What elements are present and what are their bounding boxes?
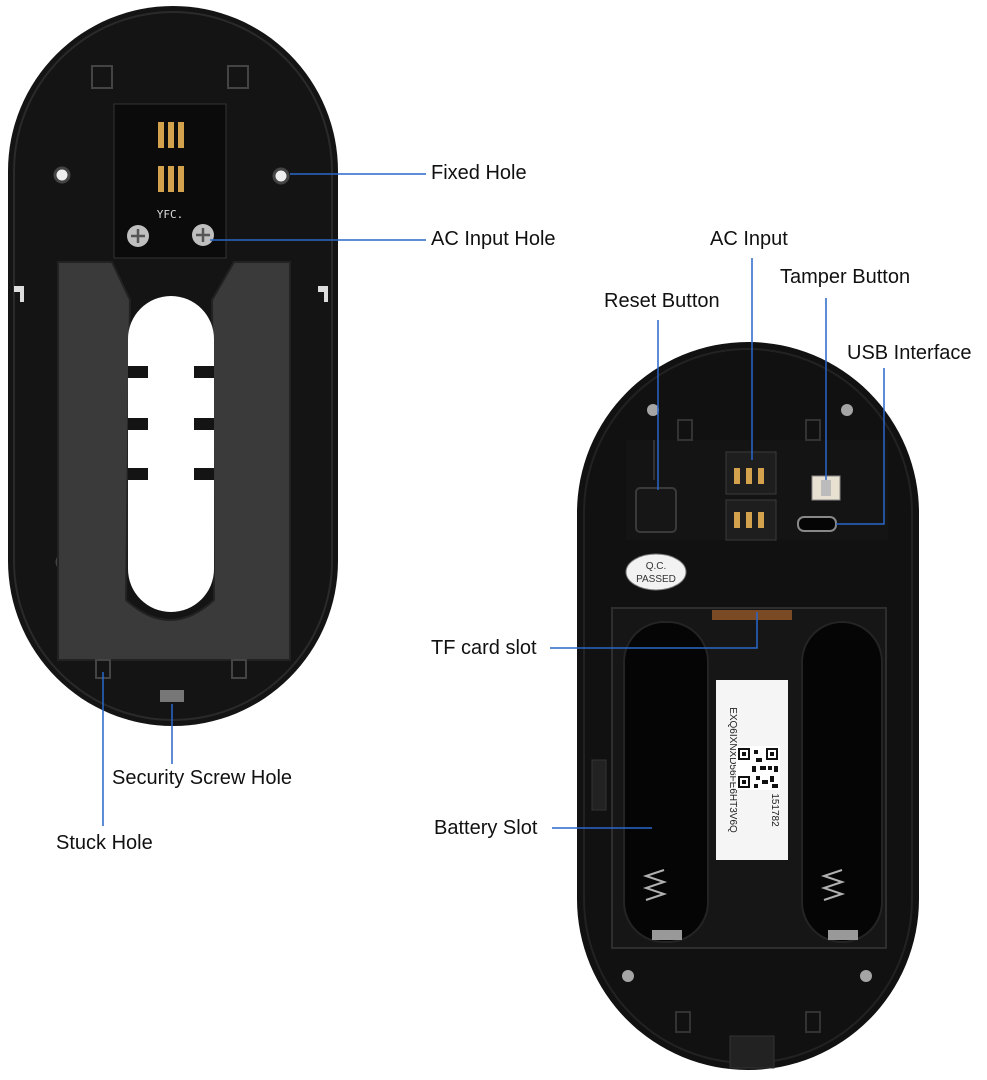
battery-left <box>623 621 709 943</box>
stuck-hole-right <box>231 659 247 679</box>
battery-right <box>801 621 883 943</box>
top-latch-right <box>227 65 249 89</box>
leader-usb-interface <box>836 368 885 525</box>
center-slot <box>128 296 214 612</box>
label-reset-button: Reset Button <box>604 290 720 312</box>
reset-button <box>635 440 677 533</box>
device-serial: EXQ6IXNXD56FE6HT3V6Q <box>727 707 738 833</box>
fixed-hole-top-right <box>272 167 290 185</box>
qc-sticker-line1: Q.C. <box>646 561 667 572</box>
tf-card-slot <box>712 610 792 620</box>
label-ac-input: AC Input <box>710 228 788 250</box>
qc-sticker-line2: PASSED <box>636 574 676 585</box>
device-code: 151782 <box>769 793 780 827</box>
qc-sticker: Q.C. PASSED <box>625 553 687 591</box>
security-screw-hole <box>160 690 184 702</box>
screw-right <box>192 224 214 246</box>
leader-lines <box>102 173 885 829</box>
plate-marking: YFC. <box>157 208 184 221</box>
label-ac-input-hole: AC Input Hole <box>431 228 556 250</box>
side-clip-right <box>318 286 328 302</box>
label-stuck-hole: Stuck Hole <box>56 832 153 854</box>
label-fixed-hole: Fixed Hole <box>431 162 527 184</box>
screw-left <box>127 225 149 247</box>
label-tamper-button: Tamper Button <box>780 266 911 288</box>
top-latch-left <box>91 65 113 89</box>
ac-input-terminal <box>725 451 777 541</box>
mounting-plate <box>57 261 291 661</box>
label-security-screw-hole: Security Screw Hole <box>112 767 293 789</box>
mounting-bracket: YFC. <box>8 6 338 726</box>
label-tf-card-slot: TF card slot <box>431 637 537 659</box>
fixed-hole-top-left <box>53 166 71 184</box>
label-usb-interface: USB Interface <box>847 342 972 364</box>
device-label: EXQ6IXNXD56FE6HT3V6Q 151782 <box>716 680 788 860</box>
doorbell-back: Q.C. PASSED EXQ6IXNXD56FE6HT3V6Q 151782 <box>577 342 919 1070</box>
label-battery-slot: Battery Slot <box>434 817 538 839</box>
qr-code <box>736 746 780 790</box>
usb-port <box>797 516 837 532</box>
side-clip-left <box>14 286 24 302</box>
leader-tf-card-slot <box>550 612 758 649</box>
